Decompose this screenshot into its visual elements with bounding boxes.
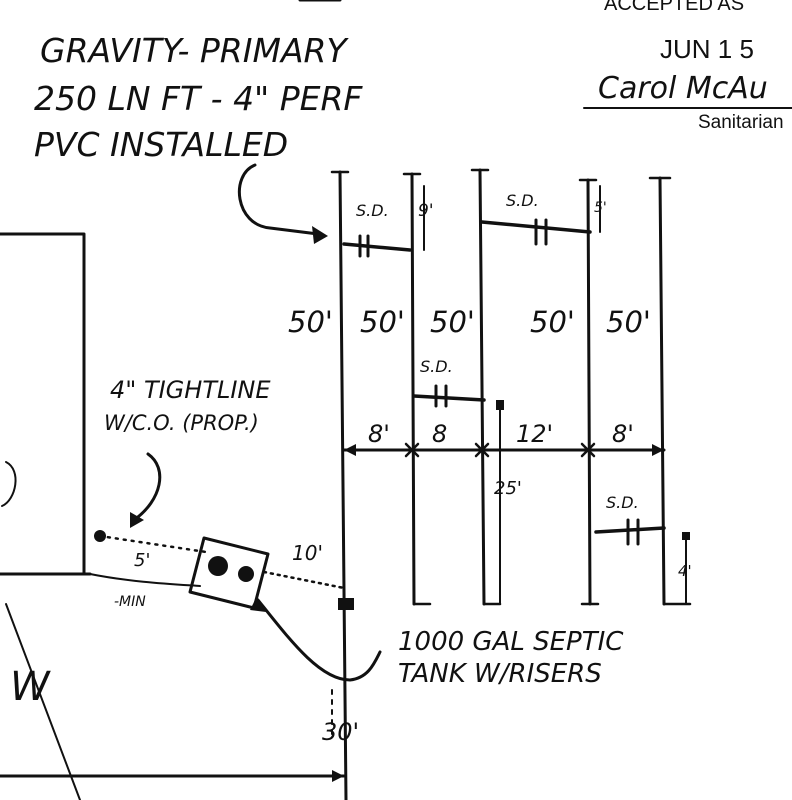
stamp-signature: Carol McAu [598,71,768,106]
setback-30ft-label: 30' [322,718,359,746]
approval-stamp: ACCEPTED AS JUN 1 5 Carol McAu Sanitaria… [298,0,792,133]
sd-device-1: S.D. 9' [342,185,434,258]
dim-4ft-label: 4' [678,562,692,580]
tightline-note-line2: W/C.O. (PROP.) [104,411,259,435]
trench-5-length: 50' [606,305,651,339]
property-boundary: W 30' [0,572,359,800]
primary-note-line3: PVC INSTALLED [34,125,288,164]
septic-leader-arrow [256,598,382,682]
sd-device-4: S.D. 4' [594,493,692,605]
trench-2-length: 50' [360,305,405,339]
spacing-8ft-a: 8' [368,420,390,448]
dim-10ft-label: 10' [292,541,323,565]
tightline-pipe-house-section [98,534,208,554]
trench-4 [586,178,592,606]
septic-tank: 1000 GAL SEPTIC TANK W/RISERS [188,536,624,689]
trench-4-length: 50' [530,305,575,339]
spacing-tick-4 [580,442,596,458]
house-outline [0,232,86,576]
spacing-12ft: 12' [516,420,553,448]
trench-1-length: 50' [288,305,333,339]
spacing-tick-2 [404,442,420,458]
dim-9ft-label: 9' [418,201,434,221]
house-arc-mark [1,461,17,507]
dim-25ft-marker [496,400,504,410]
spacing-tick-3 [474,442,490,458]
tightline-note-line1: 4" TIGHTLINE [110,376,271,404]
septic-riser-1-icon [208,556,228,576]
sd-2-valve [534,218,548,246]
tightline-leader-arrow [132,452,162,522]
dim-4ft-marker [682,532,690,540]
sd-3-label: S.D. [420,357,453,376]
dim-25ft-label: 25' [494,478,522,499]
spacing-dimension: 8' 8 12' 8' [342,420,666,458]
stamp-date-text: JUN 1 5 [660,34,754,64]
stamp-title-text: Sanitarian [698,112,784,133]
septic-tank-outline [188,536,270,610]
sd-4-valve [626,518,640,546]
dim-5ft-label: 5' [594,200,607,216]
w-label: W [10,664,51,710]
tightline-pipe: 5' 10' -MIN [89,530,346,610]
spacing-arrow-right [652,444,664,456]
stamp-accepted-text: ACCEPTED AS [604,0,744,15]
sd-4-connector [594,526,666,534]
min-setback-line [89,573,201,587]
sd-1-label: S.D. [356,201,389,220]
septic-arrowhead [250,598,266,612]
trench-5 [658,176,666,606]
sd-4-label: S.D. [606,493,639,512]
tightline-note: 4" TIGHTLINE W/C.O. (PROP.) [104,376,271,528]
sd-1-connector [342,242,412,252]
drain-trenches [330,168,692,800]
trench-2 [410,172,416,606]
house-wall [0,232,86,576]
spacing-8ft-b: 8 [432,420,447,448]
setback-arrowhead [332,770,344,782]
diagonal-boundary [5,603,81,800]
sd-device-3: S.D. 25' [412,357,522,605]
primary-note-line1: GRAVITY- PRIMARY [40,31,349,70]
trench-3 [478,168,486,606]
trench-length-labels: 50' 50' 50' 50' 50' [288,305,651,339]
min-setback-label: -MIN [114,594,146,610]
trench-1 [338,170,348,800]
primary-leader-arrow [238,163,320,236]
sd-3-connector [412,394,486,402]
septic-note-line1: 1000 GAL SEPTIC [398,627,624,657]
sd-device-2: S.D. 5' [480,185,607,246]
primary-note-line2: 250 LN FT - 4" PERF [34,79,363,118]
septic-note-line2: TANK W/RISERS [398,659,602,689]
distribution-box-icon [338,598,354,610]
septic-riser-2-icon [238,566,254,582]
sd-2-label: S.D. [506,191,539,210]
dim-5ft-house-label: 5' [134,550,150,571]
primary-arrowhead [312,226,328,244]
trench-3-length: 50' [430,305,475,339]
spacing-8ft-c: 8' [612,420,634,448]
tightline-arrowhead [130,512,144,528]
spacing-arrow-left [344,444,356,456]
primary-note: GRAVITY- PRIMARY 250 LN FT - 4" PERF PVC… [34,31,363,244]
sd-1-valve [358,234,370,258]
tightline-pipe-field-section [262,570,346,590]
sd-3-valve [434,384,448,408]
